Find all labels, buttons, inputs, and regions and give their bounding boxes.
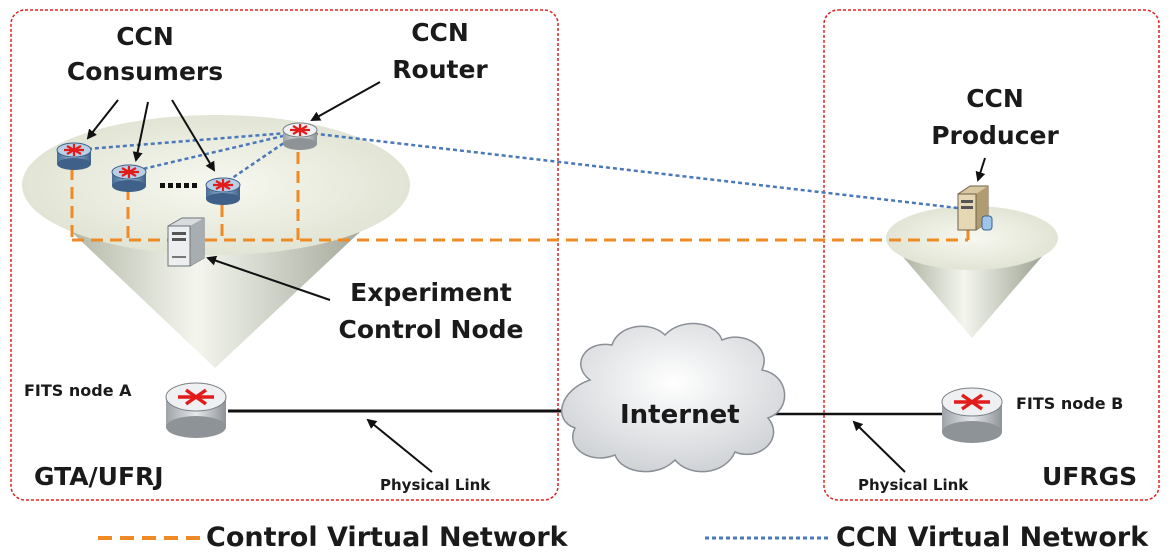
ccn-router-line2: Router [392,55,488,84]
consumer-router-icon [56,142,92,170]
internet-label: Internet [620,400,740,430]
region-right-name: UFRGS [1042,462,1138,491]
consumer-router-icon [205,177,241,205]
physical-link-left-label: Physical Link [380,476,491,494]
ccn-consumers-line2: Consumers [66,57,224,86]
experiment-control-node-line2: Control Node [338,315,524,344]
ccn-router-icon [282,122,318,150]
ccn-router-line1: CCN [411,18,469,47]
experiment-control-node-line1: Experiment [350,278,512,307]
fits-node-b-router-icon [941,387,1003,443]
fits-node-a-label: FITS node A [24,381,132,400]
region-left-name: GTA/UFRJ [34,462,164,491]
experiment-control-node-label: Experiment Control Node [326,280,536,342]
ccn-consumers-line1: CCN [116,22,174,51]
ccn-consumers-label: CCN Consumers [55,24,235,84]
legend-ccn-label: CCN Virtual Network [836,522,1149,553]
fits-node-b-label: FITS node B [1016,394,1124,413]
internet-cloud-icon [560,322,786,473]
ccn-producer-label: CCN Producer [925,86,1065,148]
physical-link-right-label: Physical Link [858,476,969,494]
right-virtual-network-cone-icon [886,206,1058,338]
region-left-box [10,9,559,501]
ccn-router-label: CCN Router [380,20,500,82]
annotation-arrows [86,81,986,473]
fits-node-a-router-icon [165,382,227,438]
legend-control-label: Control Virtual Network [206,522,568,553]
ccn-producer-line2: Producer [931,121,1059,150]
producer-server-icon [957,185,993,231]
region-right-box [823,9,1160,501]
more-consumers-ellipsis [160,183,197,188]
ccn-producer-line1: CCN [966,84,1024,113]
consumer-router-icon [111,164,147,192]
experiment-control-server-icon [167,217,205,267]
